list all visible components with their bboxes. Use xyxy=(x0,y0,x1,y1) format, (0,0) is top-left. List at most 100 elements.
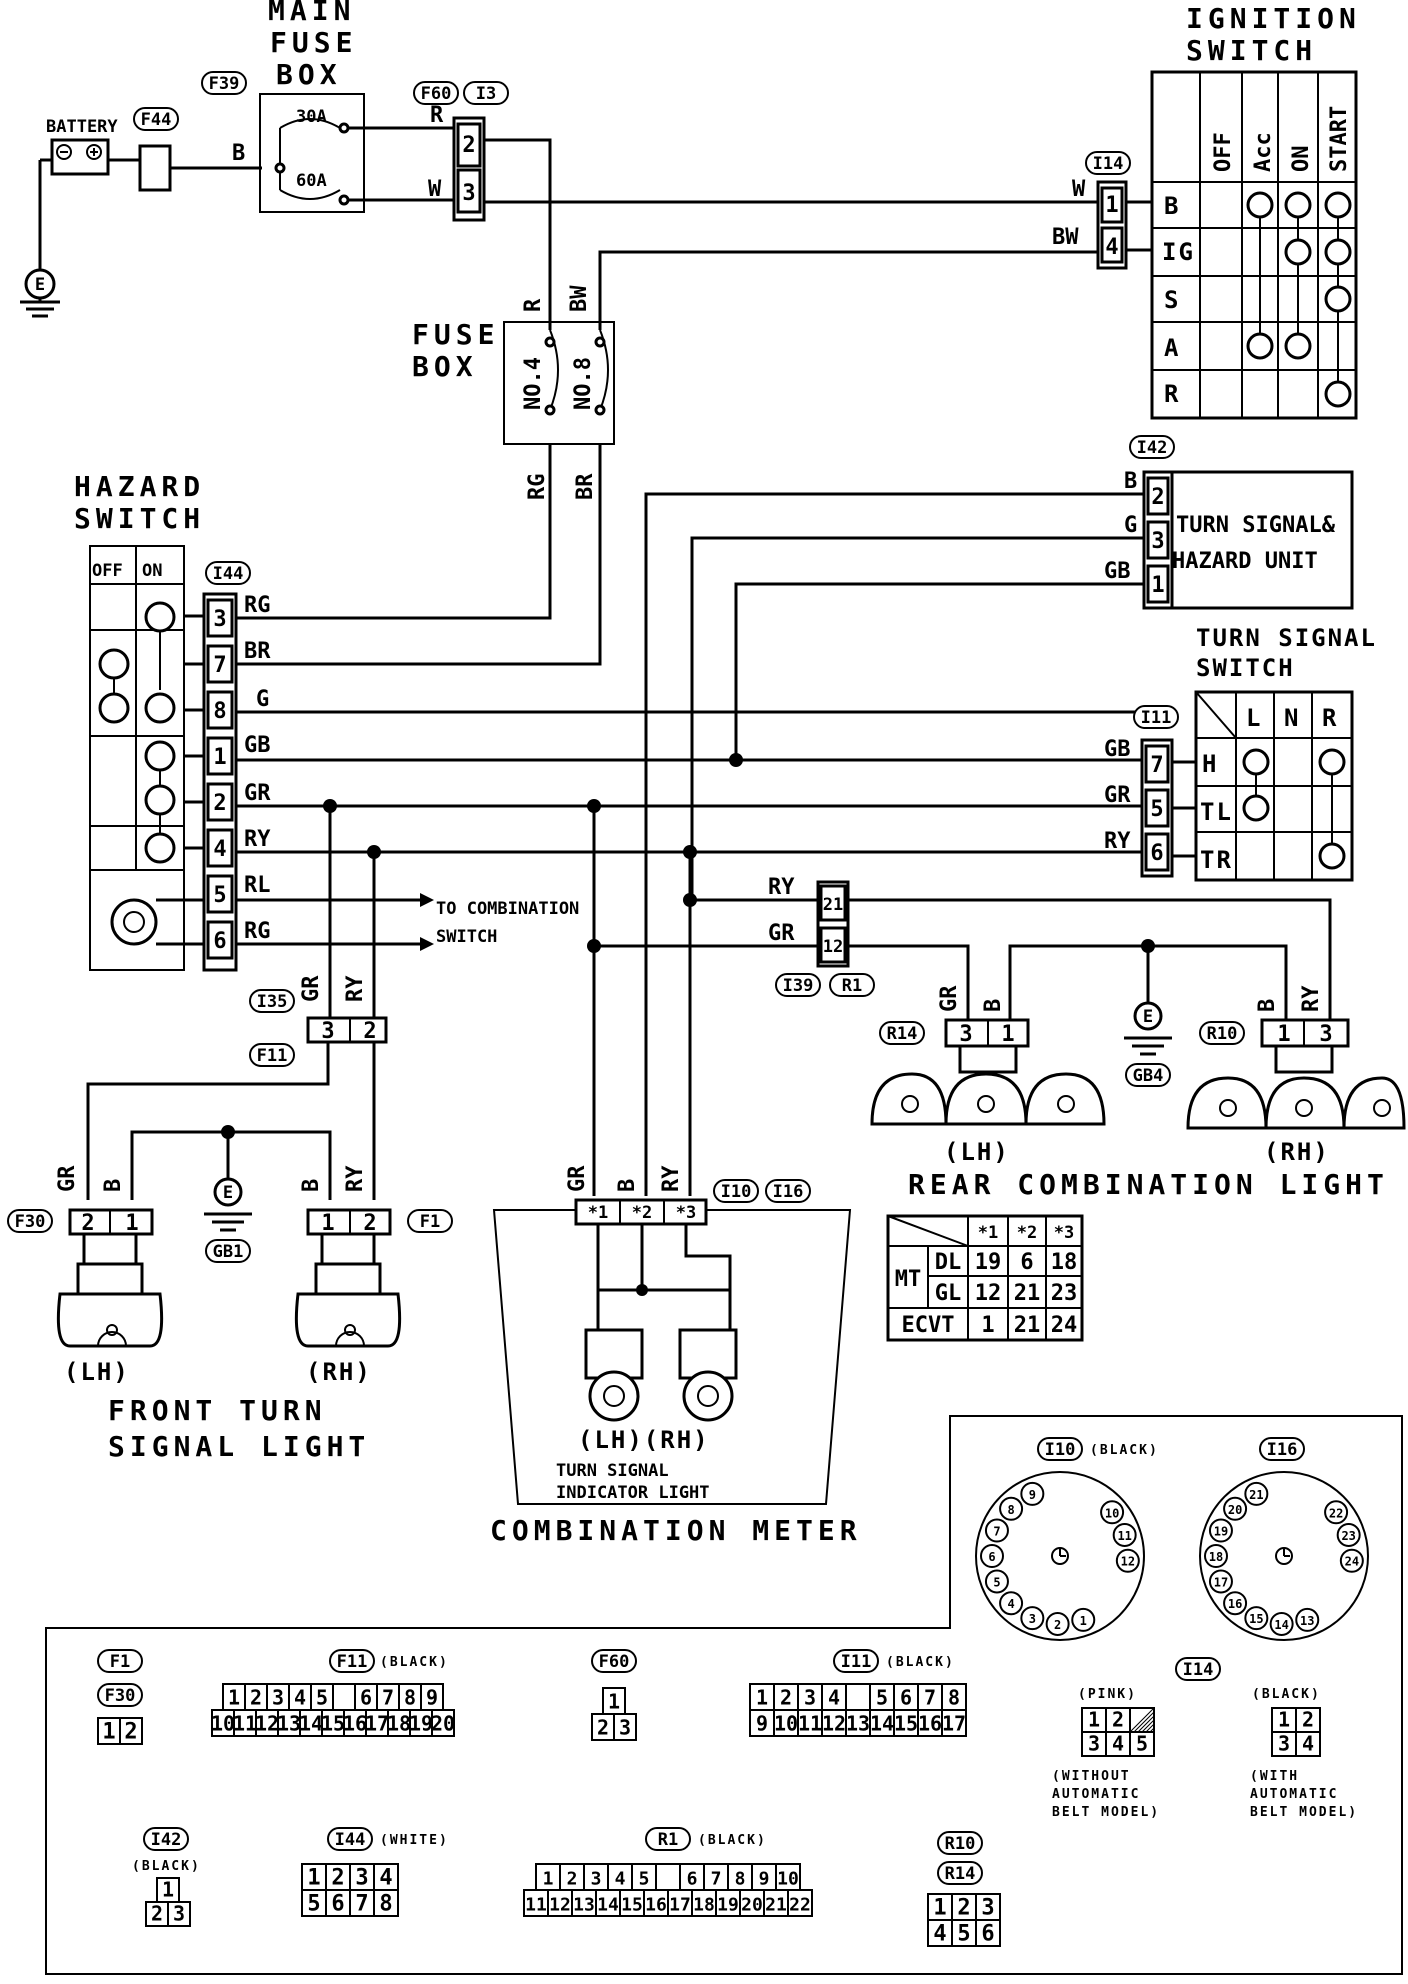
svg-text:15: 15 xyxy=(894,1711,918,1735)
svg-text:R14: R14 xyxy=(945,1864,976,1884)
svg-text:I44: I44 xyxy=(335,1830,366,1850)
svg-text:1: 1 xyxy=(162,1878,174,1902)
fuse-box-title-1: FUSE xyxy=(412,318,499,351)
svg-text:DL: DL xyxy=(935,1250,962,1275)
svg-text:4: 4 xyxy=(615,1868,626,1889)
svg-text:1: 1 xyxy=(1088,1708,1100,1732)
svg-text:4: 4 xyxy=(1105,235,1118,260)
svg-text:11: 11 xyxy=(233,1711,257,1735)
connector-tag-i44: I44 xyxy=(205,561,251,585)
svg-text:23: 23 xyxy=(1341,1529,1355,1543)
svg-text:F1: F1 xyxy=(110,1652,130,1672)
ignition-row-b: B xyxy=(1164,192,1180,220)
svg-text:I3: I3 xyxy=(476,84,496,104)
front-turn-signal-title-2: SIGNAL LIGHT xyxy=(108,1430,370,1463)
connector-tag-i35: I35 xyxy=(249,989,295,1013)
svg-text:2: 2 xyxy=(1302,1708,1314,1732)
svg-text:(BLACK): (BLACK) xyxy=(1252,1687,1321,1702)
svg-text:2: 2 xyxy=(250,1685,262,1709)
fuse-box-title-2: BOX xyxy=(412,350,478,383)
connector-tag-f11: F11 xyxy=(249,1043,295,1067)
svg-text:I42: I42 xyxy=(151,1830,182,1850)
svg-text:4: 4 xyxy=(1007,1597,1014,1611)
wire-label-gr-6: GR xyxy=(768,921,795,946)
connector-tag-i10: I10 xyxy=(713,1179,759,1203)
svg-text:I16: I16 xyxy=(773,1182,804,1202)
svg-text:5: 5 xyxy=(307,1891,320,1916)
svg-text:HAZARD UNIT: HAZARD UNIT xyxy=(1172,549,1318,574)
turn-col-r: R xyxy=(1322,704,1338,732)
svg-text:2: 2 xyxy=(1151,485,1164,510)
svg-text:16: 16 xyxy=(918,1711,942,1735)
svg-text:R1: R1 xyxy=(842,976,862,996)
svg-text:7: 7 xyxy=(993,1525,1000,1539)
main-fuse-box-title-2: FUSE xyxy=(270,26,357,59)
svg-text:4: 4 xyxy=(933,1921,946,1946)
svg-text:20: 20 xyxy=(431,1711,455,1735)
svg-text:GB4: GB4 xyxy=(1133,1066,1164,1086)
svg-text:I42: I42 xyxy=(1137,438,1168,458)
svg-text:14: 14 xyxy=(597,1894,619,1915)
wire-label-b-6: B xyxy=(981,999,1006,1012)
svg-text:4: 4 xyxy=(213,837,226,862)
svg-text:1: 1 xyxy=(125,1211,138,1236)
rear-rh-label: (RH) xyxy=(1264,1138,1330,1166)
svg-text:8: 8 xyxy=(379,1891,392,1916)
svg-text:F11: F11 xyxy=(337,1652,368,1672)
ground-gb1: E GB1 xyxy=(204,1177,252,1263)
wire-label-gb-2: GB xyxy=(1104,559,1131,584)
svg-text:3: 3 xyxy=(1029,1612,1036,1626)
svg-text:F39: F39 xyxy=(209,74,240,94)
turn-signal-hazard-unit: TURN SIGNAL& HAZARD UNIT xyxy=(1170,470,1354,610)
svg-text:AUTOMATIC: AUTOMATIC xyxy=(1250,1787,1338,1802)
svg-text:I14: I14 xyxy=(1093,154,1124,174)
svg-text:13: 13 xyxy=(846,1711,870,1735)
svg-text:(BLACK): (BLACK) xyxy=(698,1833,767,1848)
svg-text:5: 5 xyxy=(639,1868,650,1889)
hazard-switch-title-2: SWITCH xyxy=(74,502,205,535)
svg-text:1: 1 xyxy=(933,1895,946,1920)
svg-text:R14: R14 xyxy=(887,1024,918,1044)
svg-text:(WITH: (WITH xyxy=(1250,1769,1299,1784)
svg-text:18: 18 xyxy=(1051,1250,1078,1275)
svg-text:(BLACK): (BLACK) xyxy=(132,1859,201,1874)
svg-text:18: 18 xyxy=(1209,1550,1223,1564)
svg-text:7: 7 xyxy=(355,1891,368,1916)
svg-text:14: 14 xyxy=(299,1711,323,1735)
svg-text:6: 6 xyxy=(360,1685,372,1709)
connector-tag-i16: I16 xyxy=(765,1179,811,1203)
svg-text:21: 21 xyxy=(765,1894,787,1915)
svg-text:11: 11 xyxy=(525,1894,547,1915)
front-lamp-rh xyxy=(294,1232,402,1348)
svg-text:E: E xyxy=(1143,1007,1153,1027)
rear-combination-light-title: REAR COMBINATION LIGHT xyxy=(908,1168,1389,1201)
svg-text:12: 12 xyxy=(549,1894,571,1915)
svg-text:2: 2 xyxy=(331,1865,344,1890)
svg-text:21: 21 xyxy=(1014,1281,1041,1306)
wire-bw xyxy=(598,250,1100,330)
wire-label-g-2: G xyxy=(1124,513,1137,538)
svg-text:8: 8 xyxy=(213,699,226,724)
wire-label-rg-2: RG xyxy=(244,593,271,618)
svg-text:8: 8 xyxy=(1007,1503,1014,1517)
wire-label-b-3: B xyxy=(101,1179,126,1192)
svg-text:14: 14 xyxy=(870,1711,894,1735)
svg-text:5: 5 xyxy=(316,1685,328,1709)
front-lamp-lh xyxy=(56,1232,164,1348)
wire-label-ry-3: RY xyxy=(343,975,368,1002)
svg-text:7: 7 xyxy=(382,1685,394,1709)
svg-text:I39: I39 xyxy=(783,976,814,996)
ignition-row-a: A xyxy=(1164,334,1180,362)
svg-text:3: 3 xyxy=(1088,1732,1100,1756)
wire-label-bw-1: BW xyxy=(1052,225,1079,250)
svg-text:*1: *1 xyxy=(588,1203,608,1223)
main-fuse-box: 30A 60A xyxy=(259,93,365,213)
wire-label-bw-2: BW xyxy=(567,285,592,312)
wire-label-b-2: B xyxy=(1124,469,1137,494)
wire-label-br-2: BR xyxy=(244,639,271,664)
svg-text:I10: I10 xyxy=(1045,1440,1076,1460)
ignition-row-r: R xyxy=(1164,380,1180,408)
svg-text:*2: *2 xyxy=(632,1203,652,1223)
